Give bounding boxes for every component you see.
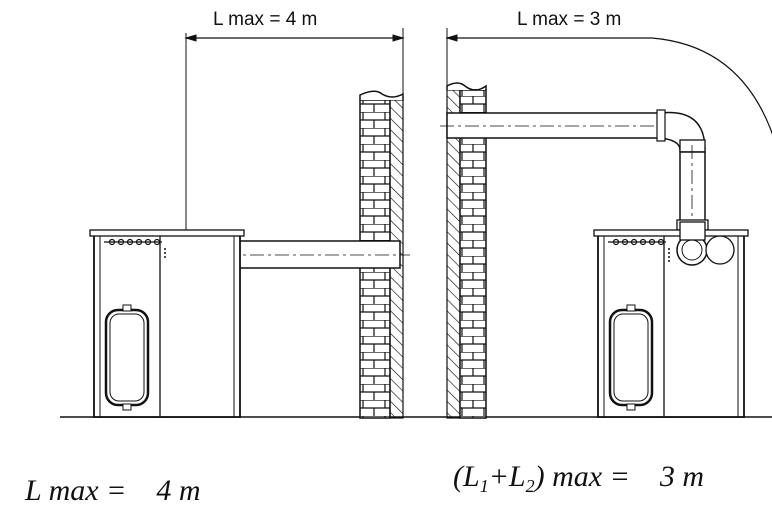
left-dimension-label: L max = 4 m — [213, 9, 317, 30]
control-panel-right — [608, 238, 666, 246]
right-dimension — [445, 28, 772, 135]
left-dimension — [184, 28, 405, 232]
formula-right-open: (L — [453, 460, 480, 493]
formula-right-plus: +L — [488, 460, 526, 493]
diagram-canvas: L max = 4 m L max = 3 m — [60, 9, 772, 419]
installation-diagram: L max = 4 m L max = 3 m — [25, 9, 772, 506]
formula-left: L max = 4 m — [10, 446, 201, 506]
formula-right-sub2: 2 — [525, 476, 535, 496]
formula-right-rest: ) max = 3 m — [534, 460, 705, 493]
formula-right-sub1: 1 — [479, 476, 489, 496]
formula-right: (L1+L2) max = 3 m — [438, 432, 705, 496]
right-flue-outlet — [676, 221, 735, 266]
right-dimension-label: L max = 3 m — [517, 9, 621, 30]
boiler-left — [89, 229, 245, 418]
control-panel-left — [104, 238, 162, 246]
brick-wall-right — [446, 82, 487, 419]
formula-left-text: L max = 4 m — [25, 474, 201, 507]
